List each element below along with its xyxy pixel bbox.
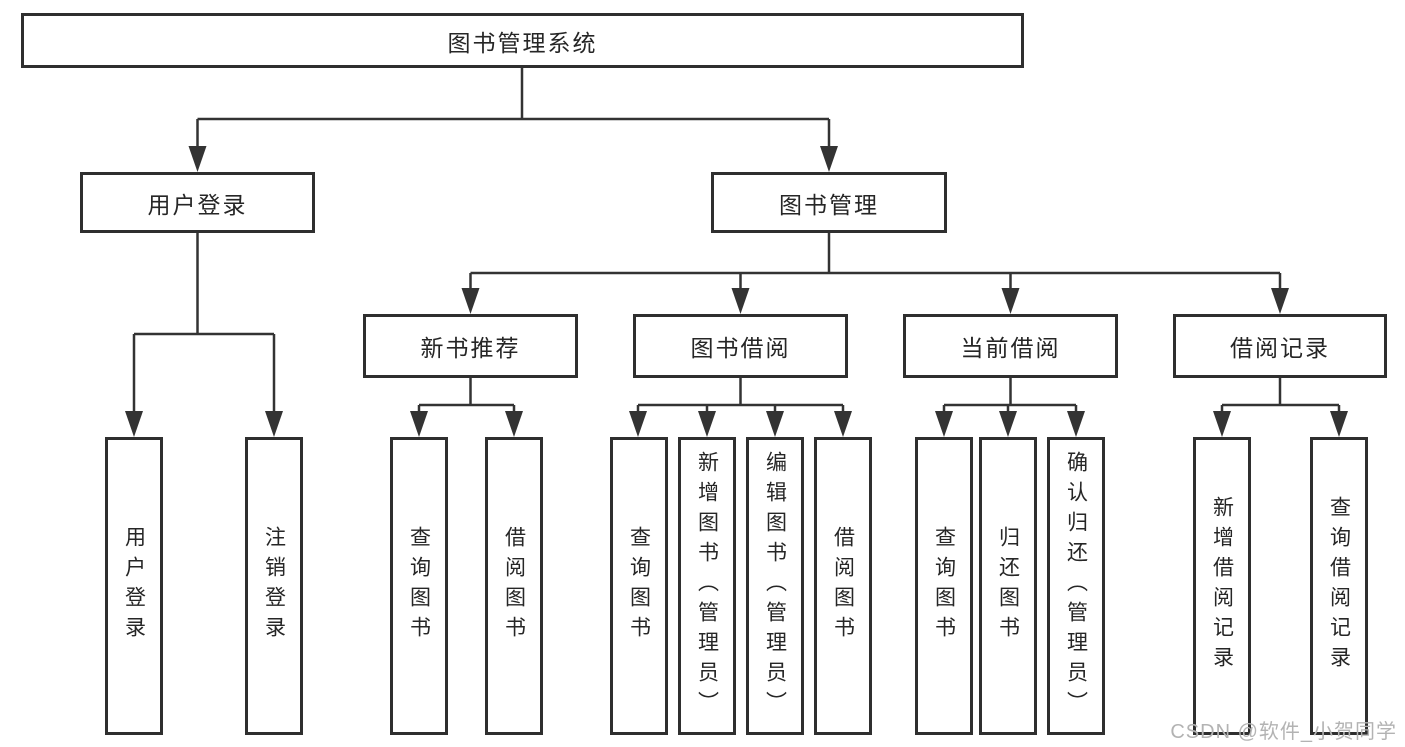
node-label: 用户登录 — [147, 191, 248, 218]
node-leaf-confirm-return-admin: 确认归还（管理员） — [1047, 437, 1105, 735]
node-label: 用户登录 — [122, 526, 146, 646]
node-label: 借阅记录 — [1230, 335, 1330, 361]
node-label: 新增图书（管理员） — [695, 451, 719, 721]
node-label: 确认归还（管理员） — [1064, 451, 1088, 721]
node-root-system: 图书管理系统 — [21, 13, 1024, 68]
node-label: 图书管理 — [779, 191, 879, 218]
node-leaf-user-login: 用户登录 — [105, 437, 163, 735]
node-leaf-logout: 注销登录 — [245, 437, 303, 735]
node-book-management: 图书管理 — [711, 172, 947, 233]
node-current-borrow: 当前借阅 — [903, 314, 1118, 378]
node-leaf-add-borrow-record: 新增借阅记录 — [1193, 437, 1251, 735]
node-leaf-return-books: 归还图书 — [979, 437, 1037, 735]
node-label: 查询图书 — [932, 526, 956, 646]
node-leaf-query-borrow-record: 查询借阅记录 — [1310, 437, 1368, 735]
node-label: 图书借阅 — [690, 335, 791, 361]
node-label: 借阅图书 — [502, 526, 526, 646]
node-label: 查询借阅记录 — [1327, 496, 1351, 676]
node-leaf-borrow-books-recommend: 借阅图书 — [485, 437, 543, 735]
node-borrow-records: 借阅记录 — [1173, 314, 1387, 378]
node-label: 编辑图书（管理员） — [763, 451, 787, 721]
node-leaf-query-books-recommend: 查询图书 — [390, 437, 448, 735]
node-new-book-recommend: 新书推荐 — [363, 314, 578, 378]
arrowhead-icons — [125, 146, 1348, 437]
node-label: 查询图书 — [627, 526, 651, 646]
node-label: 图书管理系统 — [447, 29, 598, 56]
node-book-borrow: 图书借阅 — [633, 314, 848, 378]
node-label: 新增借阅记录 — [1210, 496, 1234, 676]
node-label: 新书推荐 — [420, 335, 521, 361]
node-leaf-query-books-current: 查询图书 — [915, 437, 973, 735]
node-label: 归还图书 — [996, 526, 1020, 646]
node-label: 当前借阅 — [960, 335, 1061, 361]
node-user-login: 用户登录 — [80, 172, 315, 233]
node-label: 借阅图书 — [831, 526, 855, 646]
node-leaf-query-books-borrow: 查询图书 — [610, 437, 668, 735]
node-leaf-borrow-books: 借阅图书 — [814, 437, 872, 735]
node-label: 查询图书 — [407, 526, 431, 646]
node-leaf-add-books-admin: 新增图书（管理员） — [678, 437, 736, 735]
node-leaf-edit-books-admin: 编辑图书（管理员） — [746, 437, 804, 735]
csdn-watermark: CSDN @软件_小贺同学 — [1170, 721, 1397, 743]
node-label: 注销登录 — [262, 526, 286, 646]
